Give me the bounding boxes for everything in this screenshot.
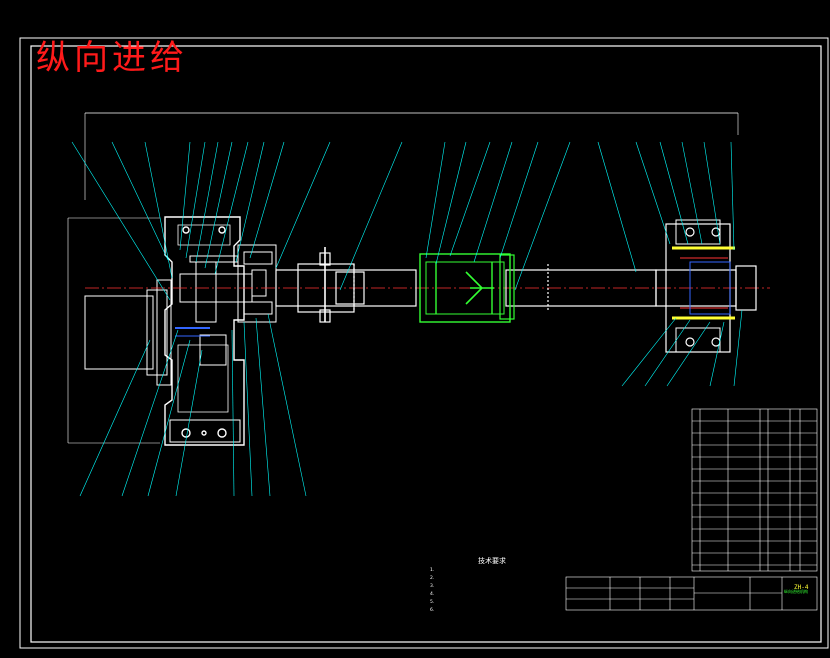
bearing-support-right <box>655 219 757 353</box>
outer-frame <box>19 37 829 649</box>
parts-list-table <box>691 408 818 572</box>
tech-requirements-list: 1. 2. 3. 4. 5. 6. <box>430 567 434 615</box>
title-block <box>565 576 818 611</box>
drawing-title: 纵向进给 <box>36 38 188 78</box>
tech-requirement-item: 3. <box>430 584 435 589</box>
tech-requirement-item: 5. <box>430 600 435 605</box>
gearbox-housing <box>164 216 245 446</box>
tech-requirement-item: 1. <box>430 568 435 573</box>
inner-frame <box>30 45 822 643</box>
tech-requirements-heading: 技术要求 <box>478 557 506 565</box>
drawing-name: 纵向进给机构 <box>784 589 808 594</box>
motor <box>84 279 172 386</box>
gear-pair <box>175 255 253 366</box>
tech-requirement-item: 4. <box>430 592 435 597</box>
tech-requirement-item: 6. <box>430 608 435 613</box>
drawing-number: ZH-4 <box>794 584 809 591</box>
leader-lines-top <box>71 141 735 301</box>
ball-screw-shaft <box>275 247 657 323</box>
leader-lines-bottom <box>79 309 743 497</box>
tech-requirement-item: 2. <box>430 576 435 581</box>
ball-nut <box>419 253 515 323</box>
